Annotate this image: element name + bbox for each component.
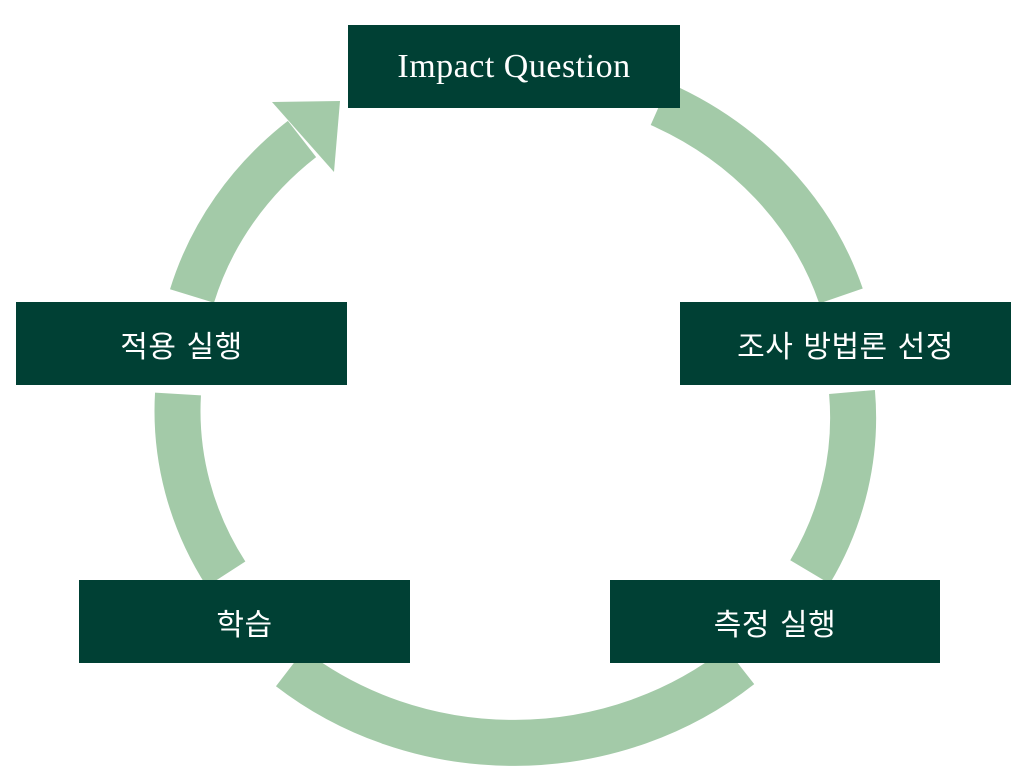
step-select-methodology-label: 조사 방법론 선정: [737, 329, 954, 365]
ring-arc-measure-to-learn: [275, 647, 755, 766]
step-select-methodology: 조사 방법론 선정: [680, 302, 1011, 385]
step-apply-execution: 적용 실행: [16, 302, 347, 385]
ring-arc-method-to-measure: [790, 389, 877, 584]
step-run-measurement: 측정 실행: [610, 580, 940, 663]
step-learning: 학습: [79, 580, 410, 663]
step-run-measurement-label: 측정 실행: [713, 607, 837, 643]
step-impact-question: Impact Question: [348, 25, 680, 108]
step-learning-label: 학습: [216, 607, 273, 643]
ring-arc-impact-to-method: [650, 82, 863, 304]
step-impact-question-label: Impact Question: [397, 47, 631, 85]
ring-arc-learn-to-apply: [154, 392, 246, 587]
arrow-head-icon: [272, 101, 340, 172]
ring-arc-apply-to-impact: [170, 120, 317, 304]
step-apply-execution-label: 적용 실행: [120, 329, 243, 365]
